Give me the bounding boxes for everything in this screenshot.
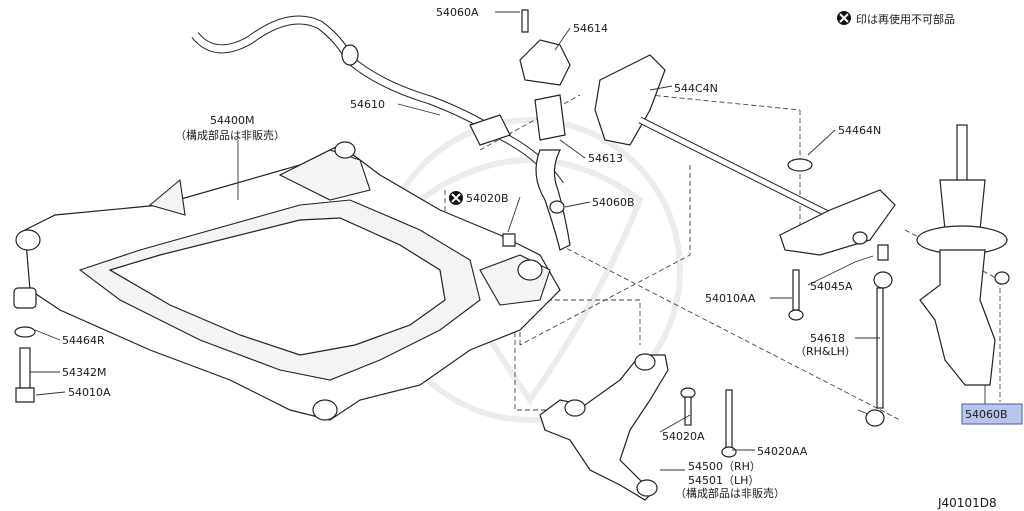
label-54400m-note: （構成部品は非販売） xyxy=(175,128,285,142)
strut-assembly xyxy=(916,124,1010,386)
label-54500[interactable]: 54500（RH） xyxy=(688,460,761,473)
label-54060b-highlight[interactable]: 54060B xyxy=(965,408,1008,421)
callout-labels: 54060A 54614 544C4N 54610 54400M （構成部品は非… xyxy=(62,6,1008,510)
bolt-54020a xyxy=(680,387,696,426)
label-54342m[interactable]: 54342M xyxy=(62,366,106,379)
lower-arm-54500 xyxy=(539,353,669,501)
label-54618-note: （RH&LH） xyxy=(795,345,856,358)
label-54045a[interactable]: 54045A xyxy=(810,280,853,293)
label-54020a[interactable]: 54020A xyxy=(662,430,705,443)
label-54464n[interactable]: 54464N xyxy=(838,124,881,137)
bushing-stack-left xyxy=(13,287,37,403)
subframe-54400m xyxy=(15,141,561,421)
label-54060a[interactable]: 54060A xyxy=(436,6,479,19)
bolt-54010aa xyxy=(788,269,804,321)
label-54020aa[interactable]: 54020AA xyxy=(757,445,808,458)
label-54010aa[interactable]: 54010AA xyxy=(705,292,756,305)
stabilizer-clamp-54614 xyxy=(519,9,571,86)
label-54464r[interactable]: 54464R xyxy=(62,334,105,347)
label-544c4n[interactable]: 544C4N xyxy=(674,82,718,95)
stabilizer-link-54618 xyxy=(857,271,893,427)
legend-text: 印は再使用不可部品 xyxy=(856,12,955,26)
label-54618[interactable]: 54618 xyxy=(810,332,845,345)
label-54501-note: （構成部品は非販売） xyxy=(675,486,785,500)
stabilizer-bar-54610 xyxy=(191,15,564,188)
leader-lines xyxy=(30,11,986,471)
stabilizer-bushing-54613 xyxy=(534,94,571,251)
label-54010a[interactable]: 54010A xyxy=(68,386,111,399)
legend: 印は再使用不可部品 xyxy=(837,11,955,26)
label-54613[interactable]: 54613 xyxy=(588,152,623,165)
bolt-54020b xyxy=(502,233,516,247)
label-54020b[interactable]: 54020B xyxy=(466,192,509,205)
nut-54060b-top xyxy=(549,200,565,214)
label-54614[interactable]: 54614 xyxy=(573,22,608,35)
bushing-54464n xyxy=(787,158,813,172)
label-54060b-top[interactable]: 54060B xyxy=(592,196,635,209)
member-544c4n xyxy=(594,54,896,256)
nut-54045a xyxy=(877,244,889,261)
label-54501[interactable]: 54501（LH） xyxy=(688,474,759,487)
highlight-box[interactable] xyxy=(961,403,1023,425)
diagram-id: J40101D8 xyxy=(937,496,997,510)
label-54400m[interactable]: 54400M xyxy=(210,114,254,127)
reference-dashed-lines xyxy=(444,89,1001,421)
label-54610[interactable]: 54610 xyxy=(350,98,385,111)
bolt-54020aa xyxy=(721,389,737,458)
non-reusable-marker xyxy=(449,191,463,205)
